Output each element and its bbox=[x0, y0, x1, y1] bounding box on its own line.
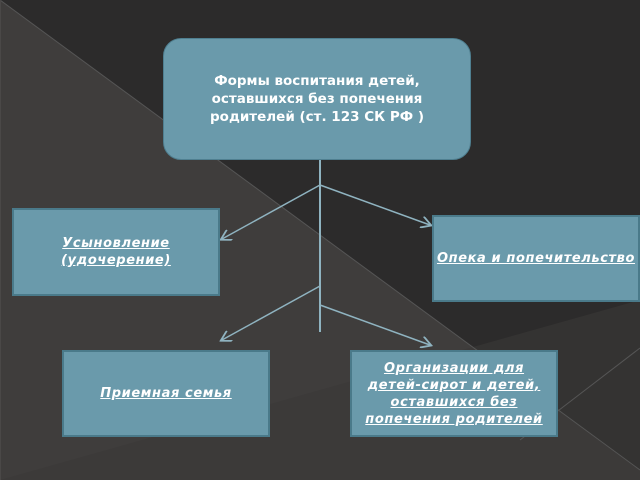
node-adoption: Усыновление (удочерение) bbox=[12, 208, 220, 296]
node-orphan-organizations-label[interactable]: Организации для детей-сирот и детей, ост… bbox=[365, 360, 543, 427]
node-guardianship: Опека и попечительство bbox=[432, 215, 640, 302]
root-node: Формы воспитания детей, оставшихся без п… bbox=[163, 38, 471, 160]
node-foster-family: Приемная семья bbox=[62, 350, 270, 437]
node-orphan-organizations: Организации для детей-сирот и детей, ост… bbox=[350, 350, 558, 437]
node-guardianship-label[interactable]: Опека и попечительство bbox=[436, 251, 636, 266]
root-node-label: Формы воспитания детей, оставшихся без п… bbox=[210, 73, 424, 125]
node-foster-family-label[interactable]: Приемная семья bbox=[100, 386, 232, 401]
node-adoption-label[interactable]: Усыновление (удочерение) bbox=[61, 236, 171, 268]
